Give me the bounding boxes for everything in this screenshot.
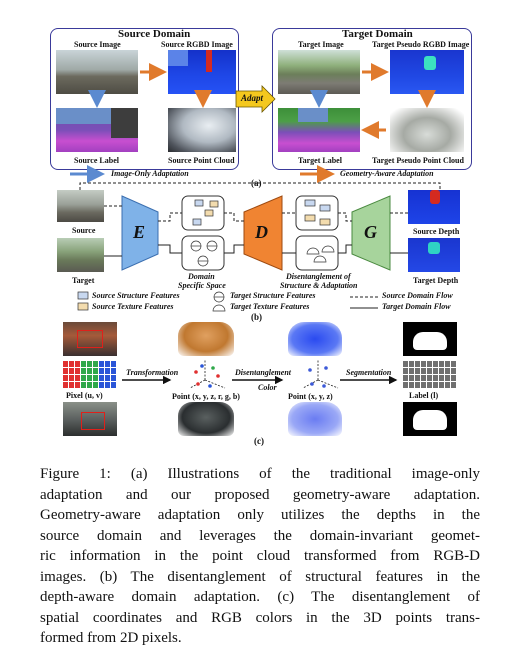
domain-space-line1: Domain xyxy=(188,272,215,281)
caption-line-9: formed from 2D pixels. xyxy=(40,630,182,646)
b-source-label: Source xyxy=(72,226,96,235)
caption-line-5: ric information in the point cloud trans… xyxy=(40,548,480,564)
figure-caption: Figure 1: (a) Illustrations of the tradi… xyxy=(40,464,480,649)
source-image xyxy=(56,50,138,94)
domain-space-line2: Specific Space xyxy=(178,281,226,290)
target-depth-label: Target Depth xyxy=(413,276,459,285)
encoder-block xyxy=(121,195,159,271)
c-label-grid xyxy=(403,360,457,388)
encoder-letter: E xyxy=(133,222,146,242)
source-depth-label: Source Depth xyxy=(413,227,460,236)
c-mask-top xyxy=(403,322,457,356)
image-only-caption: Image-Only Adaptation xyxy=(111,169,189,178)
pixel-label: Pixel (u, v) xyxy=(66,391,103,400)
b-target-label: Target xyxy=(72,276,95,285)
adapt-arrow-shape xyxy=(235,85,276,113)
part-b-network xyxy=(77,182,441,312)
target-domain-title: Target Domain xyxy=(342,28,413,40)
caption-line-4: source domain and leverages the domain-i… xyxy=(40,527,480,544)
part-c-tag: (c) xyxy=(254,436,264,446)
legend-target-structure-text: Target Structure Features xyxy=(230,291,316,300)
color-label: Color xyxy=(258,383,277,392)
source-label-caption: Source Label xyxy=(74,156,119,165)
part-b-tag: (b) xyxy=(251,312,262,322)
label-l-text: Label (l) xyxy=(409,391,439,400)
disentangle-line1: Disentanglement of xyxy=(286,272,351,281)
source-point-cloud-caption: Source Point Cloud xyxy=(168,156,235,165)
point-xyz-label: Point (x, y, z) xyxy=(288,392,333,401)
target-pseudo-rgbd-image xyxy=(390,50,464,94)
source-domain-title: Source Domain xyxy=(118,28,191,40)
part-a-tag: (a) xyxy=(251,178,262,188)
c-car-image-top xyxy=(63,322,117,356)
source-rgbd-image xyxy=(168,50,236,94)
legend-source-flow-text: Source Domain Flow xyxy=(382,291,453,300)
target-depth-image xyxy=(408,238,460,272)
c-pixel-grid xyxy=(63,360,117,388)
target-image xyxy=(278,50,360,94)
transformation-label: Transformation xyxy=(126,368,179,377)
adapt-label: Adapt xyxy=(241,93,264,103)
legend-source-texture-icon xyxy=(77,302,89,311)
c-blue-cloud-top xyxy=(288,322,342,356)
target-pseudo-rgbd-label: Target Pseudo RGBD Image xyxy=(372,40,470,49)
legend-source-structure-text: Source Structure Features xyxy=(92,291,180,300)
geometry-aware-caption: Geometry-Aware Adaptation xyxy=(340,169,434,178)
caption-line-6: images. (b) The disentanglement of struc… xyxy=(40,568,480,585)
source-point-cloud-image xyxy=(168,108,236,152)
target-image-label: Target Image xyxy=(298,40,344,49)
source-image-label: Source Image xyxy=(74,40,121,49)
caption-line-7: depth-aware domain adaptation. (c) The d… xyxy=(40,589,480,605)
b-target-image xyxy=(57,238,104,272)
target-label-image xyxy=(278,108,360,152)
legend-source-structure-icon xyxy=(77,291,89,300)
source-rgbd-label: Source RGBD Image xyxy=(161,40,233,49)
c-car-image-bottom xyxy=(63,402,117,436)
c-blue-cloud-bottom xyxy=(288,402,342,436)
target-pseudo-point-cloud-caption: Target Pseudo Point Cloud xyxy=(372,156,464,165)
caption-line-3: Geometry-aware adaptation only utilizes … xyxy=(40,507,480,523)
decoder-block xyxy=(243,195,283,271)
b-source-image xyxy=(57,190,104,222)
caption-line-1: Figure 1: (a) Illustrations of the tradi… xyxy=(40,466,480,482)
part-c-arrows-axes xyxy=(122,360,398,389)
point-xyzrgb-label: Point (x, y, z, r, g, b) xyxy=(172,392,240,401)
legend-target-texture-icon xyxy=(212,304,226,312)
generator-block xyxy=(351,195,391,271)
legend-source-texture-text: Source Texture Features xyxy=(92,302,174,311)
caption-line-2: adaptation and our proposed geometry-awa… xyxy=(40,486,480,503)
c-colored-car-bottom xyxy=(178,402,234,436)
target-pseudo-point-cloud-image xyxy=(390,108,464,152)
disentanglement-label: Disentanglement xyxy=(235,368,292,377)
generator-letter: G xyxy=(364,222,377,242)
decoder-letter: D xyxy=(255,222,268,242)
part-a-arrows xyxy=(70,63,436,183)
source-depth-image xyxy=(408,190,460,224)
target-label-caption: Target Label xyxy=(298,156,342,165)
caption-line-8: spatial coordinates and RGB colors in th… xyxy=(40,609,480,626)
segmentation-label: Segmentation xyxy=(346,368,392,377)
legend-target-texture-text: Target Texture Features xyxy=(230,302,310,311)
c-colored-car-top xyxy=(178,322,234,356)
disentangle-line2: Structure & Adaptation xyxy=(280,281,358,290)
c-mask-bottom xyxy=(403,402,457,436)
source-label-image xyxy=(56,108,138,152)
legend-target-flow-text: Target Domain Flow xyxy=(382,302,451,311)
